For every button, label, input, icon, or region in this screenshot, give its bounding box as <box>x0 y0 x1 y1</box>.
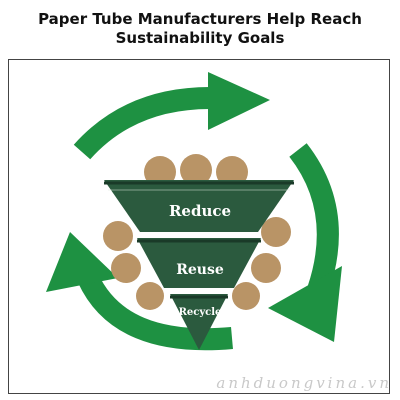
pyramid-level-reduce <box>104 180 294 232</box>
page-title: Paper Tube Manufacturers Help Reach Sust… <box>0 10 400 48</box>
pyramid-label-reuse: Reuse <box>176 262 224 278</box>
pyramid-level-recycle <box>170 294 228 350</box>
pyramid-level-reuse <box>137 238 261 288</box>
pyramid-label-reduce: Reduce <box>169 202 231 220</box>
title-line-2: Sustainability Goals <box>115 29 285 47</box>
arrow-right-icon <box>268 143 342 342</box>
watermark-text: anhduongvina.vn <box>216 374 392 392</box>
arrow-left-icon <box>46 232 233 351</box>
arrow-top-icon <box>73 72 270 160</box>
title-line-1: Paper Tube Manufacturers Help Reach <box>38 10 362 28</box>
pyramid-label-recycle: Recycle <box>179 307 222 318</box>
diagram-frame <box>8 59 390 394</box>
